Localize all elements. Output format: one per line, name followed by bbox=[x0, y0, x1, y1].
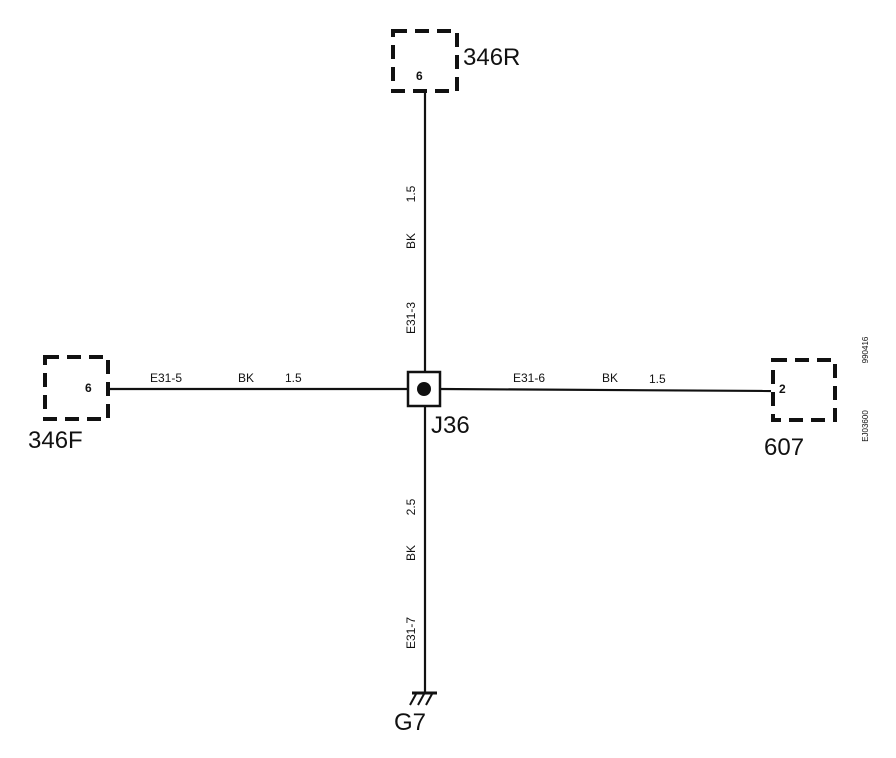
wire-right bbox=[439, 387, 772, 393]
junction-j36: J36 bbox=[406, 370, 470, 439]
wire-bottom-circuit: E31-7 bbox=[404, 617, 418, 649]
connector-607: 2 607 bbox=[764, 358, 837, 461]
ground-g7-label: G7 bbox=[394, 709, 426, 736]
connector-346f-box bbox=[43, 355, 110, 421]
connector-346f-label: 346F bbox=[28, 427, 83, 454]
wire-right-size: 1.5 bbox=[649, 372, 666, 386]
wire-top-circuit: E31-3 bbox=[404, 302, 418, 334]
connector-607-label: 607 bbox=[764, 434, 804, 461]
wire-right-circuit: E31-6 bbox=[513, 371, 545, 385]
junction-j36-label: J36 bbox=[431, 412, 470, 439]
wire-top-color: BK bbox=[404, 233, 418, 249]
connector-346f: 6 346F bbox=[28, 355, 110, 454]
ground-g7-hatch-3 bbox=[425, 693, 433, 706]
ground-g7-hatch-1 bbox=[409, 693, 417, 706]
wire-left-size: 1.5 bbox=[285, 371, 302, 385]
connector-346f-pin: 6 bbox=[85, 381, 92, 395]
junction-j36-dot bbox=[417, 382, 431, 396]
wire-bottom-color: BK bbox=[404, 545, 418, 561]
ground-g7-hatch-2 bbox=[417, 693, 425, 706]
wire-left-circuit: E31-5 bbox=[150, 371, 182, 385]
side-code-bottom: EJ03600 bbox=[861, 410, 870, 442]
connector-346r-pin: 6 bbox=[416, 69, 423, 83]
connector-346r-box bbox=[391, 29, 459, 93]
connector-607-box bbox=[771, 358, 837, 422]
connector-607-pin: 2 bbox=[779, 382, 786, 396]
ground-g7: G7 bbox=[394, 691, 437, 736]
wire-bottom-size: 2.5 bbox=[404, 498, 418, 515]
wire-right-color: BK bbox=[602, 371, 618, 385]
wire-top-size: 1.5 bbox=[404, 185, 418, 202]
side-code-top: 990416 bbox=[861, 336, 870, 363]
connector-346r-label: 346R bbox=[463, 44, 520, 71]
connector-346r: 6 346R bbox=[391, 29, 520, 93]
wire-left-color: BK bbox=[238, 371, 254, 385]
